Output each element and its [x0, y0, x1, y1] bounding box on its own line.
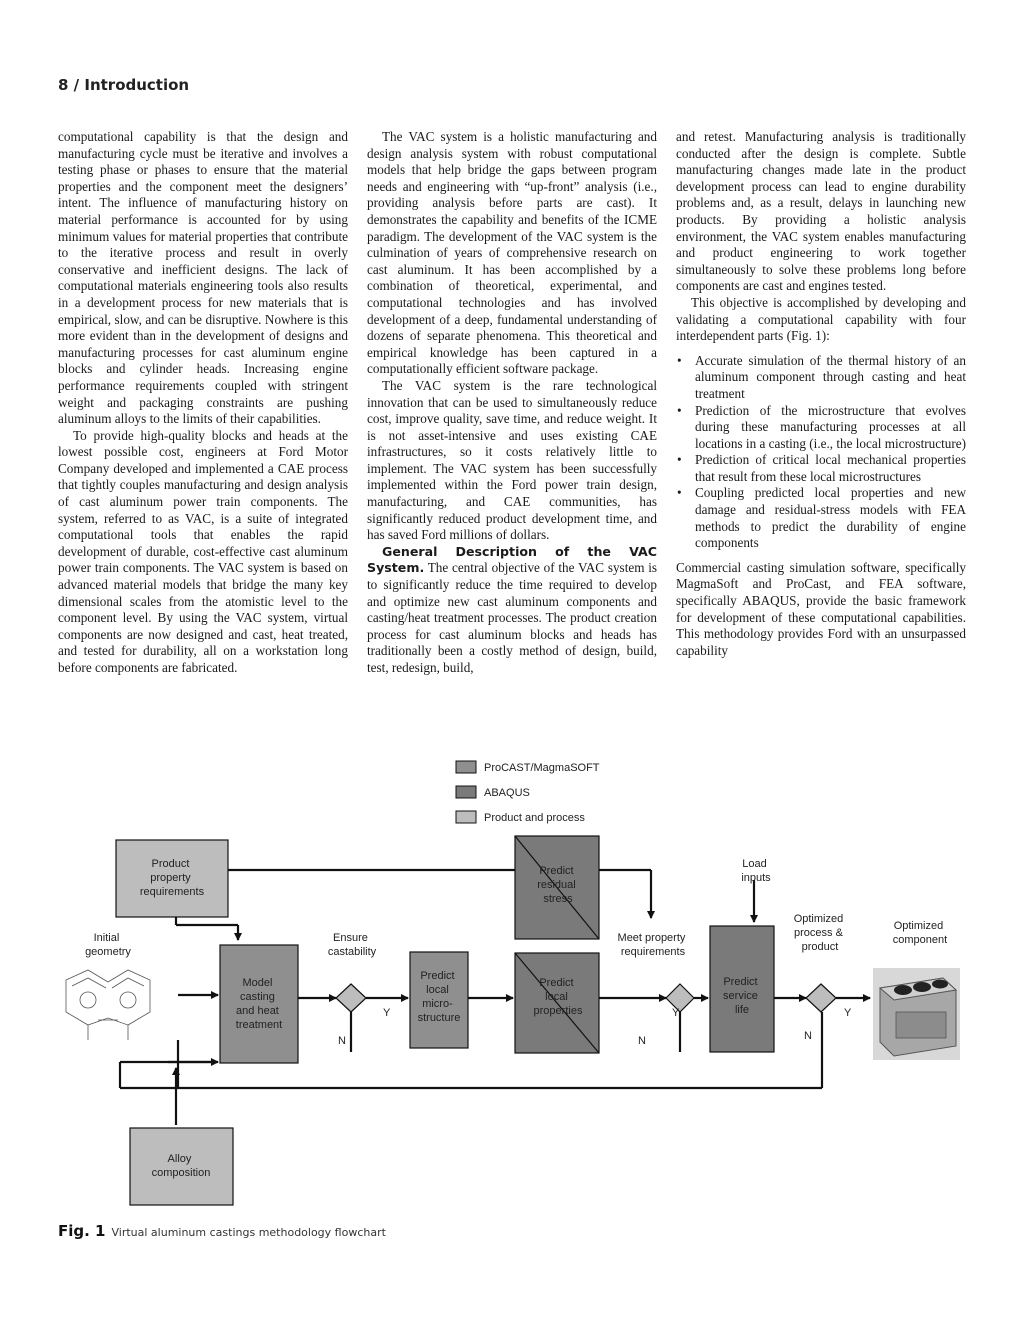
legend-swatch-procast — [455, 760, 477, 774]
model-casting-box — [219, 944, 299, 1064]
yes-label: Y — [672, 1007, 680, 1019]
decision-diamond-optimized — [805, 983, 837, 1013]
paragraph: General Description of the VAC System. T… — [367, 544, 657, 677]
paragraph: The VAC system is the rare technological… — [367, 377, 657, 543]
paragraph: computational capability is that the des… — [58, 129, 348, 427]
list-item: • Accurate simulation of the thermal hist… — [676, 353, 966, 403]
no-label: N — [338, 1035, 346, 1047]
legend: ProCAST/MagmaSOFT ABAQUS Product and pro… — [455, 760, 600, 824]
flowchart-svg: ProCAST/MagmaSOFT ABAQUS Product and pro… — [65, 760, 960, 1206]
yes-label: Y — [844, 1007, 852, 1019]
no-label: N — [804, 1030, 812, 1042]
bullet-icon: • — [677, 352, 682, 368]
no-label: N — [638, 1035, 646, 1047]
text-column-3: and retest. Manufacturing analysis is tr… — [676, 129, 966, 659]
alloy-composition-box — [129, 1127, 234, 1206]
list-item-text: Accurate simulation of the thermal histo… — [695, 352, 966, 401]
optimized-process-label: Optimized process & product — [794, 913, 847, 953]
running-head: 8 / Introduction — [58, 76, 190, 94]
flow-lines — [118, 868, 871, 1125]
paragraph: The VAC system is a holistic manufacturi… — [367, 129, 657, 377]
decision-diamond-properties — [665, 983, 695, 1013]
paragraph: Commercial casting simulation software, … — [676, 559, 966, 658]
paragraph-body: The central objective of the VAC system … — [367, 560, 657, 675]
engine-sketch-icon — [65, 969, 151, 1040]
yes-label: Y — [383, 1007, 391, 1019]
list-item: • Prediction of critical local mechanical… — [676, 452, 966, 485]
list-item: • Coupling predicted local properties and… — [676, 485, 966, 551]
list-item-text: Coupling predicted local properties and … — [695, 485, 966, 551]
legend-label: ProCAST/MagmaSOFT — [484, 762, 600, 774]
alloy-composition-label: Alloy composition — [152, 1153, 211, 1179]
legend-label: Product and process — [484, 812, 585, 824]
figure-caption-text: Virtual aluminum castings methodology fl… — [111, 1226, 386, 1239]
paragraph: To provide high-quality blocks and heads… — [58, 427, 348, 675]
predict-properties-label: Predict local properties — [534, 977, 583, 1017]
text-column-2: The VAC system is a holistic manufacturi… — [367, 129, 657, 677]
bullet-icon: • — [677, 402, 682, 418]
legend-swatch-product — [455, 810, 477, 824]
figure-caption: Fig. 1 Virtual aluminum castings methodol… — [58, 1222, 386, 1240]
model-casting-label: Model casting and heat treatment — [236, 977, 282, 1031]
list-item-text: Prediction of critical local mechanical … — [695, 452, 966, 484]
bullet-list: • Accurate simulation of the thermal hist… — [676, 353, 966, 552]
flowchart-figure: ProCAST/MagmaSOFT ABAQUS Product and pro… — [58, 750, 968, 1215]
ensure-castability-label: Ensure castability — [328, 932, 377, 958]
load-inputs-label: Load inputs — [741, 858, 771, 884]
meet-property-label: Meet property requirements — [618, 932, 689, 958]
paragraph: This objective is accomplished by develo… — [676, 294, 966, 344]
predict-microstructure-label: Predict local micro- structure — [418, 970, 461, 1024]
run-in-heading: General Description of the VAC System. — [367, 543, 657, 576]
predict-microstructure-box — [409, 951, 469, 1049]
engine-block-photo-icon — [873, 968, 960, 1060]
list-item-text: Prediction of the microstructure that ev… — [695, 402, 966, 451]
predict-service-life-box — [709, 925, 775, 1053]
product-property-box — [115, 839, 229, 918]
predict-residual-stress-label: Predict residual stress — [537, 865, 579, 905]
bullet-icon: • — [677, 452, 682, 468]
decision-diamond-castability — [335, 983, 367, 1013]
legend-swatch-abaqus — [455, 785, 477, 799]
figure-label: Fig. 1 — [58, 1222, 106, 1240]
paragraph: and retest. Manufacturing analysis is tr… — [676, 129, 966, 294]
optimized-component-label: Optimized component — [893, 920, 947, 946]
predict-service-life-label: Predict service life — [723, 976, 761, 1016]
initial-geometry-label: Initial geometry — [85, 932, 131, 958]
text-column-1: computational capability is that the des… — [58, 129, 348, 677]
product-property-label: Product property requirements — [140, 858, 205, 898]
bullet-icon: • — [677, 485, 682, 501]
legend-label: ABAQUS — [484, 787, 530, 799]
list-item: • Prediction of the microstructure that e… — [676, 403, 966, 453]
